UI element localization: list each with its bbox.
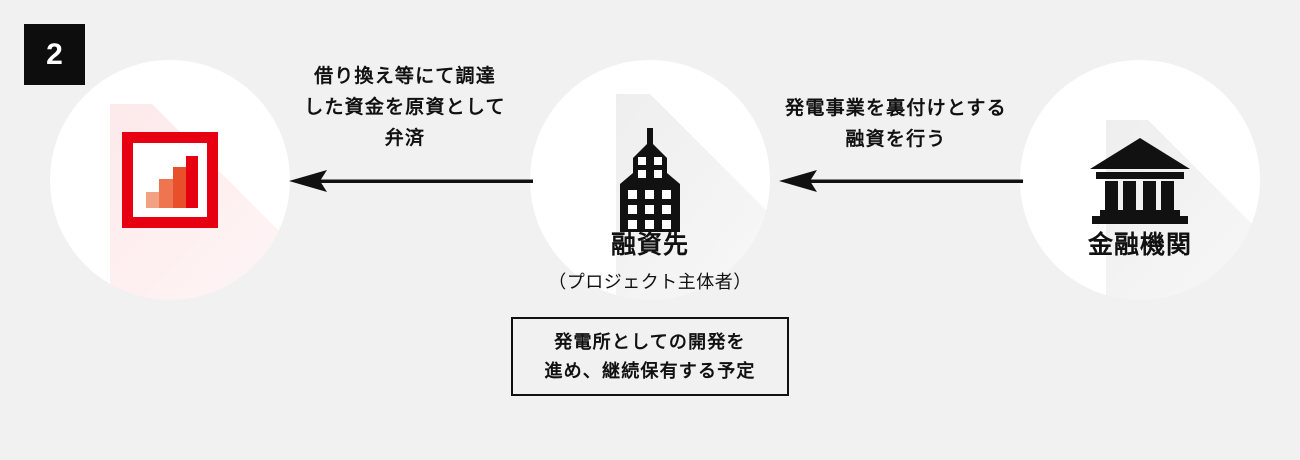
callout-box: 発電所としての開発を 進め、継続保有する予定 (511, 317, 789, 396)
arrow-loan-label-line-2: 融資を行う (845, 128, 947, 150)
node-financial-institution-title: 金融機関 (1087, 231, 1192, 259)
bank-icon (1020, 60, 1260, 300)
node-financial-institution (1020, 60, 1260, 300)
node-borrower (50, 60, 290, 300)
arrow-repayment-label: 借り換え等にて調達 した資金を原資として 弁済 (277, 62, 533, 154)
node-borrower-circle (50, 60, 290, 300)
callout-line-1: 発電所としての開発を (554, 331, 746, 352)
bar-chart-in-frame-icon (50, 60, 290, 300)
step-number-badge: 2 (24, 24, 85, 85)
office-building-icon (530, 60, 770, 300)
arrow-loan-label: 発電事業を裏付けとする 融資を行う (768, 94, 1024, 156)
node-project-company-title: 融資先 (610, 231, 689, 259)
node-financial-institution-circle (1020, 60, 1260, 300)
callout-line-2: 進め、継続保有する予定 (544, 360, 756, 381)
arrow-loan-label-line-1: 発電事業を裏付けとする (785, 98, 1007, 119)
arrow-loan (777, 168, 1023, 194)
arrow-repayment-label-line-3: 弁済 (384, 127, 426, 149)
arrow-repayment (287, 168, 533, 194)
arrow-repayment-label-line-1: 借り換え等にて調達 (314, 66, 496, 87)
node-project-company-subtitle: （プロジェクト主体者） (548, 272, 752, 292)
node-project-company-caption: 融資先 （プロジェクト主体者） (490, 225, 810, 294)
node-financial-institution-caption: 金融機関 (980, 225, 1300, 261)
arrow-repayment-label-line-2: した資金を原資として (304, 96, 506, 118)
